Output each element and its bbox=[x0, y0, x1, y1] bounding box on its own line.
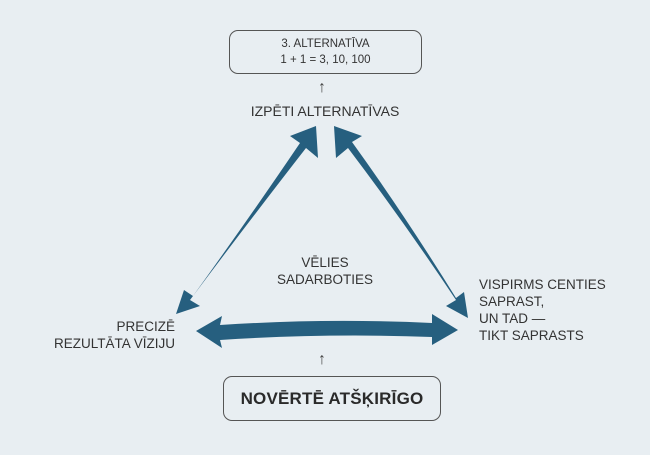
explore-alternatives-label: IZPĒTI ALTERNATĪVAS bbox=[250, 103, 400, 119]
appreciate-differences-label: NOVĒRTĒ ATŠĶIRĪGO bbox=[240, 389, 424, 408]
up-arrow-icon: ↑ bbox=[318, 351, 326, 368]
left-label-line2: REZULTĀTA VĪZIJU bbox=[53, 336, 175, 351]
right-label-line2: SAPRAST, bbox=[479, 294, 545, 309]
alternative-box: 3. ALTERNATĪVA 1 + 1 = 3, 10, 100 bbox=[229, 30, 422, 74]
appreciate-differences-box: NOVĒRTĒ ATŠĶIRĪGO bbox=[223, 376, 441, 421]
alternative-title: 3. ALTERNATĪVA bbox=[281, 38, 370, 50]
bottom-double-arrow bbox=[196, 314, 458, 348]
up-arrow-icon: ↑ bbox=[318, 79, 326, 96]
center-label-line2: SADARBOTIES bbox=[276, 272, 374, 287]
right-label-line3: UN TAD — bbox=[479, 311, 546, 326]
left-label: PRECIZĒ REZULTĀTA VĪZIJU bbox=[30, 318, 175, 352]
alternative-formula: 1 + 1 = 3, 10, 100 bbox=[280, 54, 371, 66]
right-double-arrow bbox=[334, 126, 468, 318]
center-label-line1: VĒLIES bbox=[301, 255, 349, 270]
center-label: VĒLIES SADARBOTIES bbox=[255, 254, 395, 288]
left-double-arrow bbox=[176, 126, 318, 314]
left-label-line1: PRECIZĒ bbox=[116, 319, 175, 334]
right-label: VISPIRMS CENTIES SAPRAST, UN TAD — TIKT … bbox=[479, 276, 639, 344]
right-label-line1: VISPIRMS CENTIES bbox=[479, 277, 606, 292]
right-label-line4: TIKT SAPRASTS bbox=[479, 328, 584, 343]
